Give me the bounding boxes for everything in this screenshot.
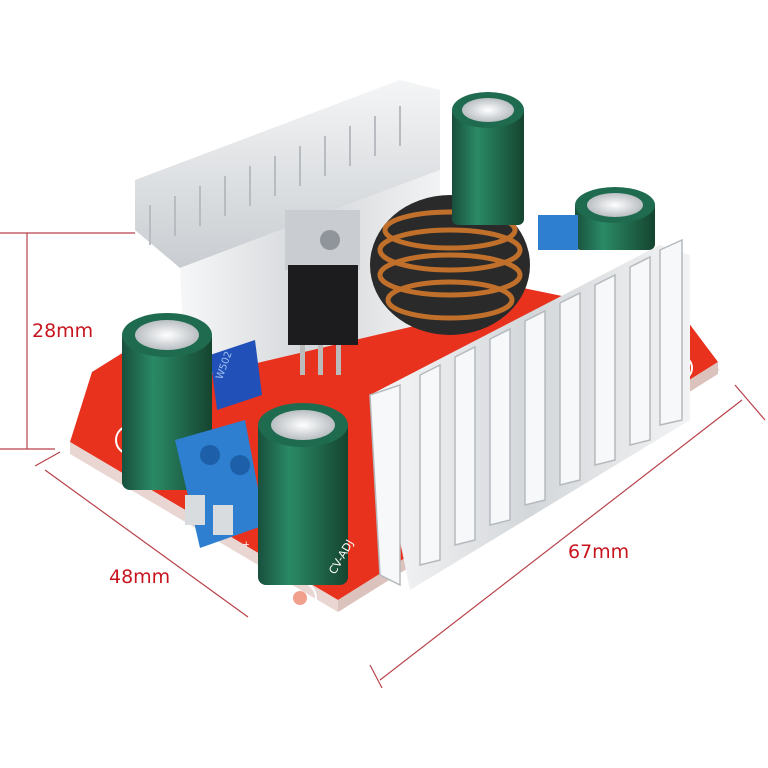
- capacitor-front: [258, 403, 348, 585]
- dimension-lines: [0, 232, 766, 689]
- heatsink-right: [369, 238, 690, 590]
- trimmer-potentiometer: W502: [210, 340, 262, 410]
- terminal-plus-label: +: [243, 539, 249, 551]
- width-dimension-label: 48mm: [109, 566, 171, 588]
- capacitor-back: [452, 92, 524, 225]
- capacitor-right: [575, 187, 655, 250]
- inductor: [370, 195, 530, 335]
- terminal-block-output: [538, 215, 578, 250]
- length-dimension-label: 67mm: [568, 541, 630, 563]
- terminal-block-input: [175, 420, 265, 548]
- height-dimension-label: 28mm: [32, 320, 94, 342]
- transistor: [285, 210, 360, 375]
